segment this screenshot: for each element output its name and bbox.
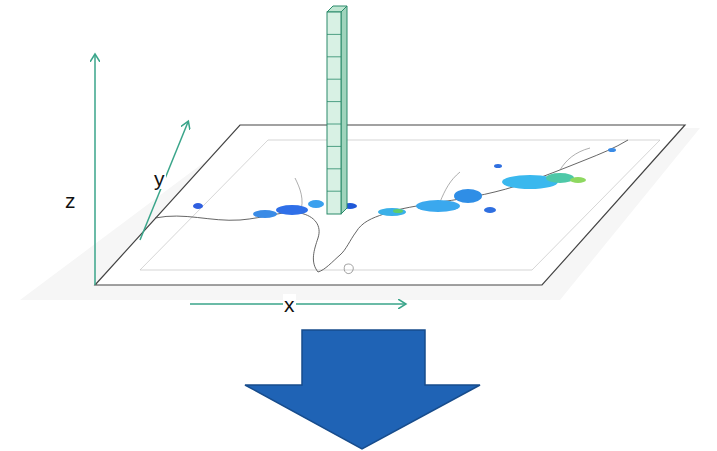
map-plane <box>95 125 685 285</box>
axis-label: y <box>153 168 166 189</box>
axes <box>95 55 405 304</box>
island <box>344 264 353 274</box>
grid-column <box>327 6 347 214</box>
map-frame <box>140 140 660 270</box>
axis-label: x <box>283 294 296 315</box>
down-arrow <box>245 330 480 449</box>
axis-label: z <box>64 190 77 211</box>
radar-echoes <box>193 148 616 218</box>
coastline <box>155 140 628 272</box>
